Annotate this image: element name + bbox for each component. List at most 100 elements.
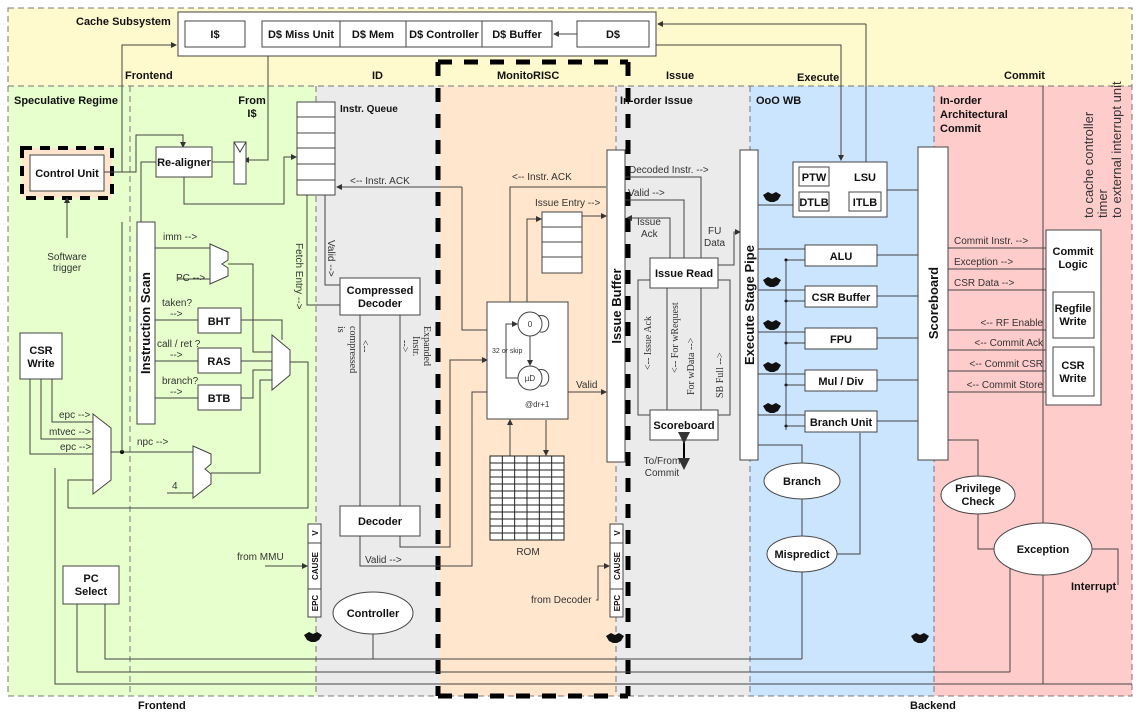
svg-text:V: V [613,530,622,536]
predict-mux [271,333,291,392]
taken-label-2: --> [170,309,183,320]
mispredict-node: Mispredict [766,535,838,573]
svg-text:Mul / Div: Mul / Div [818,376,864,388]
commit-region [934,86,1132,696]
valid-label-issue: Valid --> [628,188,665,199]
lsu-group: PTW LSU DTLB ITLB [792,161,888,218]
fsm-state-ud: µD [525,374,536,383]
expanded-instr-label-1: Expanded [421,326,432,366]
monitorisc-label: MonitoRISC [497,70,559,82]
in-order-commit-label-2: Architectural [940,109,1008,121]
speculative-regime-label: Speculative Regime [14,95,118,107]
svg-text:D$ Miss Unit: D$ Miss Unit [268,29,334,41]
branch-q-label-2: --> [170,387,183,398]
svg-text:Branch: Branch [783,476,821,488]
pc-select: PC Select [62,565,120,605]
ras: RAS [197,347,242,374]
npc-label: npc --> [137,437,169,448]
re-aligner: Re-aligner [155,146,213,178]
svg-text:Mispredict: Mispredict [774,549,829,561]
fu-data-label-1: FU [708,226,721,237]
svg-text:RAS: RAS [207,356,230,368]
btb: BTB [197,384,242,411]
exception-label: Exception --> [954,257,1013,268]
svg-text:CAUSE: CAUSE [613,551,622,580]
is-compressed-label-1: is [335,326,346,333]
svg-text:CSR Buffer: CSR Buffer [812,292,871,304]
svg-text:CSR: CSR [1061,360,1084,372]
is-compressed-label-2: compressed [347,326,358,373]
controller: Controller [332,591,414,635]
commit-instr-label: Commit Instr. --> [954,236,1028,247]
svg-text:PC: PC [83,573,98,585]
svg-text:Branch Unit: Branch Unit [810,417,873,429]
exec-unit-fpu: FPU [804,327,878,350]
issue-entry-label: Issue Entry --> [535,198,600,209]
svg-text:Regfile: Regfile [1055,303,1092,315]
fu-data-label-2: Data [704,238,726,249]
cache-block-dcontroller: D$ Controller [405,20,483,48]
svg-text:Exception: Exception [1017,544,1070,556]
issue-read: Issue Read [649,257,719,289]
cache-block-dmem: D$ Mem [339,20,407,48]
rom-table [489,455,565,541]
regfile-write: Regfile Write [1052,291,1095,339]
imm-label: imm --> [163,232,197,243]
svg-text:Decoder: Decoder [358,298,403,310]
fsm-addr-label: @dr+1 [525,400,550,409]
commit-scoreboard [917,146,949,461]
call-ret-label-2: --> [170,350,183,361]
frontend-top-label: Frontend [125,70,173,82]
csr-write-commit: CSR Write [1052,346,1095,397]
cache-block-icache: I$ [184,20,246,48]
valid-label-monitorisc: Valid [576,380,598,391]
execute-stage-pipe-label: Execute Stage Pipe [742,245,757,365]
svg-text:D$ Buffer: D$ Buffer [492,29,542,41]
pc-adder [192,445,212,500]
branch-node: Branch [763,462,841,500]
svg-text:EPC: EPC [613,595,622,612]
issue-buffer-label: Issue Buffer [609,268,624,343]
svg-text:BTB: BTB [208,393,231,405]
svg-text:D$ Mem: D$ Mem [352,29,394,41]
exec-unit-csr-buffer: CSR Buffer [804,285,878,308]
issue-scoreboard: Scoreboard [649,409,719,441]
fetch-entry-label: Fetch Entry --> [293,243,304,310]
fetch-register [233,141,247,185]
instr-ack-label-monitorisc: <-- Instr. ACK [512,172,572,183]
expanded-instr-label-2: Instr. [410,336,421,356]
from-icache-label-1: From [238,95,266,107]
cache-block-dmiss: D$ Miss Unit [261,20,341,48]
valid-down-label: Valid --> [325,240,336,277]
privilege-check: Privilege Check [940,475,1016,515]
sb-full-label: SB Full --> [715,352,726,398]
issue-ack-vertical-label: <-- Issue Ack [643,316,654,370]
fsm-state-0: 0 [528,320,533,329]
call-ret-label-1: call / ret ? [157,339,201,350]
exec-unit-branch-unit: Branch Unit [804,410,878,433]
commit-label: Commit [1004,70,1045,82]
instruction-scan-label: Instruction Scan [138,272,153,374]
itlb: ITLB [853,197,877,209]
svg-text:I$: I$ [210,29,219,41]
commit-scoreboard-label: Scoreboard [926,267,941,339]
svg-text:CAUSE: CAUSE [311,551,320,580]
from-decoder-label: from Decoder [531,595,592,606]
svg-text:Compressed: Compressed [347,285,414,297]
svg-text:Issue Read: Issue Read [655,268,713,280]
to-cache-controller-label: to cache controller [1081,111,1096,218]
in-order-commit-label-1: In-order [940,95,982,107]
for-wrequest-label: <-- For wRequest [670,302,681,373]
exec-unit-mul-div: Mul / Div [804,369,878,392]
issue-label: Issue [666,70,694,82]
issue-ack-label-2: Ack [641,229,659,240]
svg-text:EPC: EPC [311,595,320,612]
is-compressed-label-3: <-- [359,340,370,352]
ooo-wb-label: OoO WB [756,95,801,107]
issue-entry-queue [541,211,583,274]
csr-data-label: CSR Data --> [954,278,1014,289]
interrupt-label: Interrupt [1071,581,1117,593]
svg-text:Select: Select [75,586,108,598]
mtvec-label: mtvec --> [49,427,91,438]
